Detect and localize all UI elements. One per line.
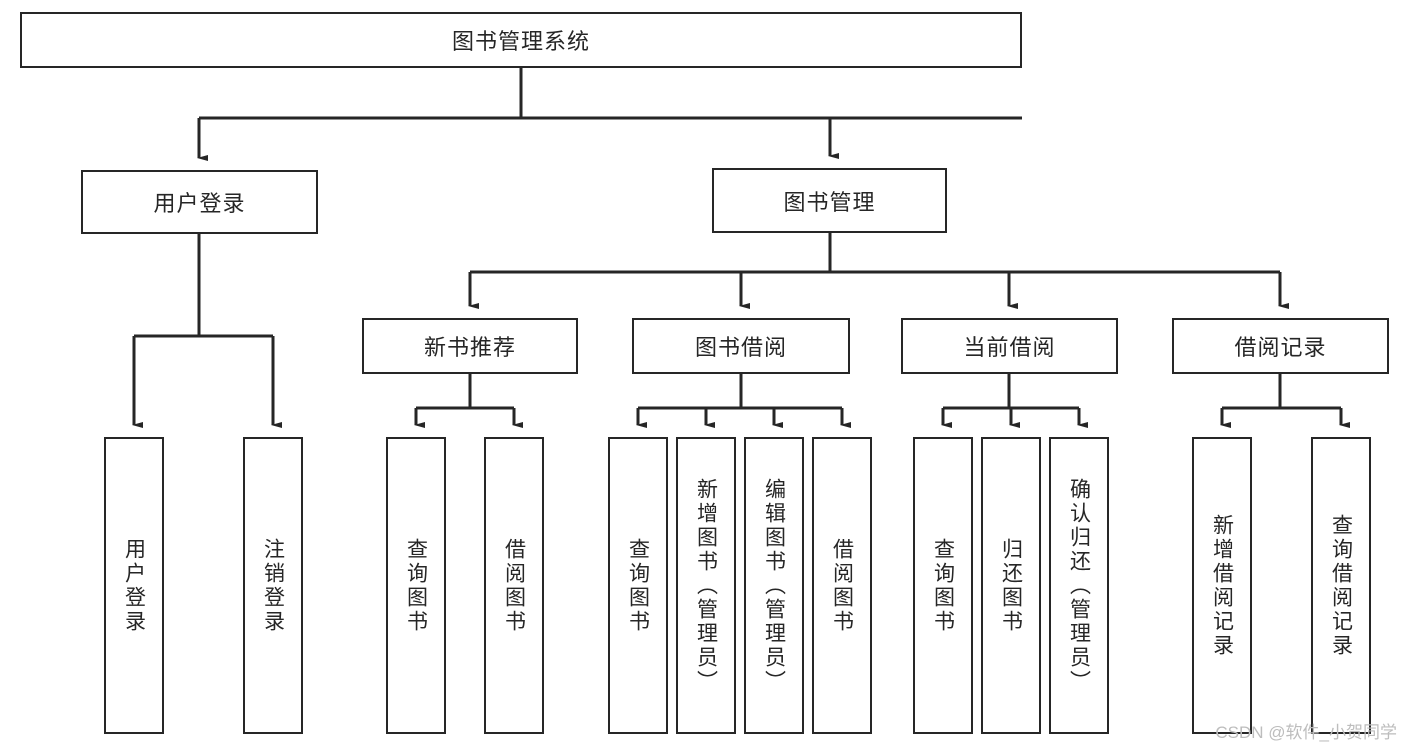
leaf-user-login[interactable]: 用户登录 bbox=[104, 437, 164, 734]
node-user-login[interactable]: 用户登录 bbox=[81, 170, 318, 234]
leaf-query-book-recommend[interactable]: 查询图书 bbox=[386, 437, 446, 734]
node-borrow-record[interactable]: 借阅记录 bbox=[1172, 318, 1389, 374]
leaf-add-borrow-record[interactable]: 新增借阅记录 bbox=[1192, 437, 1252, 734]
leaf-confirm-return-admin[interactable]: 确认归还（管理员） bbox=[1049, 437, 1109, 734]
node-book-manage[interactable]: 图书管理 bbox=[712, 168, 947, 233]
leaf-add-book-admin[interactable]: 新增图书（管理员） bbox=[676, 437, 736, 734]
leaf-query-book-current[interactable]: 查询图书 bbox=[913, 437, 973, 734]
leaf-borrow-book[interactable]: 借阅图书 bbox=[812, 437, 872, 734]
leaf-logout[interactable]: 注销登录 bbox=[243, 437, 303, 734]
node-root-system[interactable]: 图书管理系统 bbox=[20, 12, 1022, 68]
leaf-borrow-book-recommend[interactable]: 借阅图书 bbox=[484, 437, 544, 734]
leaf-query-borrow-record[interactable]: 查询借阅记录 bbox=[1311, 437, 1371, 734]
leaf-query-book-borrow[interactable]: 查询图书 bbox=[608, 437, 668, 734]
leaf-edit-book-admin[interactable]: 编辑图书（管理员） bbox=[744, 437, 804, 734]
csdn-watermark: CSDN @软件_小贺同学 bbox=[1215, 723, 1397, 742]
node-new-book-recommend[interactable]: 新书推荐 bbox=[362, 318, 578, 374]
node-current-borrow[interactable]: 当前借阅 bbox=[901, 318, 1118, 374]
leaf-return-book[interactable]: 归还图书 bbox=[981, 437, 1041, 734]
node-book-borrow[interactable]: 图书借阅 bbox=[632, 318, 850, 374]
